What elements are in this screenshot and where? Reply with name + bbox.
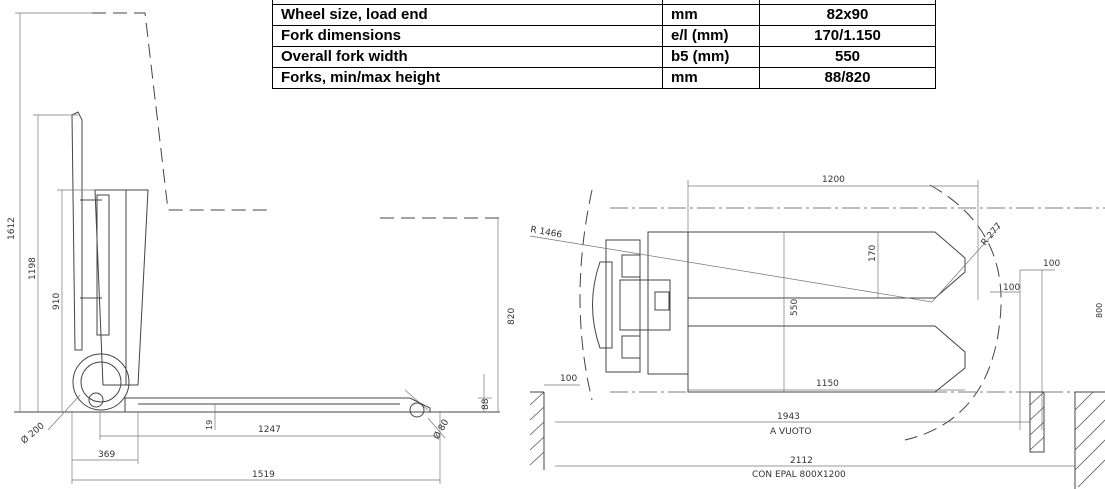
dim-1519: 1519 [252,470,275,480]
wall-middle [1029,391,1045,453]
wall-left [529,391,545,470]
top-view: 1200 R 1466 R 277 170 550 1150 100 100 1… [529,175,1105,489]
dim-r1466: R 1466 [529,225,563,240]
side-view: 1612 1198 910 820 88 19 1247 369 1519 Ø … [7,12,517,484]
dim-100-right: 100 [1043,259,1060,269]
spec-table: Wheel size, load end mm 82x90 Fork dimen… [272,0,936,89]
dim-550: 550 [790,299,800,316]
spec-value: 82x90 [759,4,936,26]
turning-arc-right [904,184,1002,441]
dim-1150: 1150 [816,379,839,389]
spec-label: Forks, min/max height [272,67,663,89]
dim-a-vuoto: A VUOTO [770,427,811,437]
wall-right [1074,391,1105,489]
dim-con-epal: CON EPAL 800X1200 [752,470,846,480]
dim-1247: 1247 [258,425,281,435]
spec-label: Wheel size, load end [272,4,663,26]
dim-820: 820 [507,308,517,325]
spec-row-overall-fork-width: Overall fork width b5 (mm) 550 [272,46,936,68]
dim-100-left: 100 [560,374,577,384]
dim-369: 369 [98,450,115,460]
handle-bar [71,111,83,351]
dim-1612: 1612 [7,217,17,240]
handle-unit-top [605,239,641,373]
spec-unit: b5 (mm) [662,46,760,68]
dim-170: 170 [868,245,878,262]
dim-19: 19 [205,420,214,430]
spec-unit: e/l (mm) [662,25,760,47]
spec-unit: mm [662,67,760,89]
hydraulic-cylinder [96,194,110,336]
dim-1198: 1198 [28,257,38,280]
spec-label: Fork dimensions [272,25,663,47]
dim-roller-diameter: Ø 80 [431,417,451,441]
turning-arc-left [579,189,593,401]
handle-raised-outline [92,12,270,211]
spec-row-wheel-size: Wheel size, load end mm 82x90 [272,4,936,26]
spec-row-fork-dimensions: Fork dimensions e/l (mm) 170/1.150 [272,25,936,47]
fork-top-lower [687,325,966,393]
mast-body [94,189,149,386]
spec-row-fork-height: Forks, min/max height mm 88/820 [272,67,936,89]
handle-top [592,261,613,349]
dim-wheel-diameter: Ø 200 [19,420,47,446]
dim-1943: 1943 [777,412,800,422]
dim-2112: 2112 [790,456,813,466]
dim-1200: 1200 [822,175,845,185]
fork-top-upper [687,231,966,299]
dim-100-mid: 100 [1003,283,1020,293]
spec-unit: mm [662,4,760,26]
load-roller [409,402,425,418]
dim-910: 910 [52,293,62,310]
fork-side [124,397,431,413]
spec-value: 170/1.150 [759,25,936,47]
steer-wheel [72,353,130,411]
spec-value: 88/820 [759,67,936,89]
dim-800: 800 [1095,303,1104,318]
chassis-top [647,231,689,375]
dim-88: 88 [481,398,491,410]
